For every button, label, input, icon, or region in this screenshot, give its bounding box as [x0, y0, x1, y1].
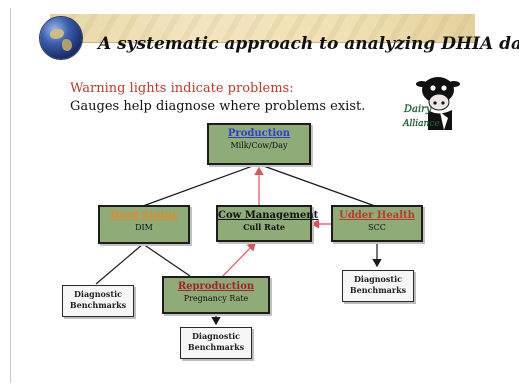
cow-logo-icon: Dairy Alliance: [400, 72, 462, 132]
production-box: Production Milk/Cow/Day: [207, 123, 311, 165]
slide-title: A systematic approach to analyzing DHIA …: [98, 34, 519, 54]
production-subtitle: Milk/Cow/Day: [230, 141, 288, 150]
cow-management-box: Cow Management Cull Rate: [216, 205, 319, 242]
connector-herd-benchmark: [95, 243, 144, 285]
dairy-alliance-logo: Dairy Alliance: [400, 72, 462, 132]
cow-management-subtitle: Cull Rate: [243, 222, 285, 232]
globe-icon: [40, 17, 82, 59]
udder-health-title: Udder Health: [339, 210, 415, 221]
reproduction-title: Reproduction: [177, 281, 255, 292]
arrow-repro-cowmgmt: [220, 242, 256, 279]
benchmark-left-line1: Diagnostic: [73, 289, 122, 299]
reproduction-subtitle: Pregnancy Rate: [183, 294, 249, 303]
reproduction-box: Reproduction Pregnancy Rate: [162, 276, 270, 314]
benchmark-bottom-line1: Diagnostic: [191, 331, 240, 341]
connector-production-udder: [257, 163, 376, 207]
production-title: Production: [227, 128, 291, 139]
udder-health-box: Udder Health SCC: [331, 205, 423, 242]
logo-text-dairy: Dairy: [403, 104, 432, 115]
warning-text: Warning lights indicate problems:: [70, 81, 294, 96]
gauges-text: Gauges help diagnose where problems exis…: [70, 99, 366, 114]
cow-management-title: Cow Management: [218, 210, 319, 221]
herd-status-title: Herd Status: [110, 210, 178, 221]
benchmark-box-right: Diagnostic Benchmarks: [342, 270, 414, 302]
benchmark-box-left: Diagnostic Benchmarks: [62, 285, 134, 317]
logo-text-alliance: Alliance: [402, 119, 440, 129]
connector-production-herd: [142, 163, 259, 207]
benchmark-left-line2: Benchmarks: [69, 300, 127, 310]
benchmark-right-line1: Diagnostic: [353, 274, 402, 284]
slide-frame-line: [10, 8, 11, 383]
herd-status-subtitle: DIM: [135, 223, 153, 232]
connector-herd-repro: [142, 243, 191, 277]
benchmark-box-bottom: Diagnostic Benchmarks: [180, 327, 252, 359]
benchmark-bottom-line2: Benchmarks: [187, 342, 245, 352]
herd-status-box: Herd Status DIM: [98, 205, 190, 244]
benchmark-right-line2: Benchmarks: [349, 285, 407, 295]
udder-health-subtitle: SCC: [368, 223, 386, 232]
title-banner: [50, 14, 475, 43]
